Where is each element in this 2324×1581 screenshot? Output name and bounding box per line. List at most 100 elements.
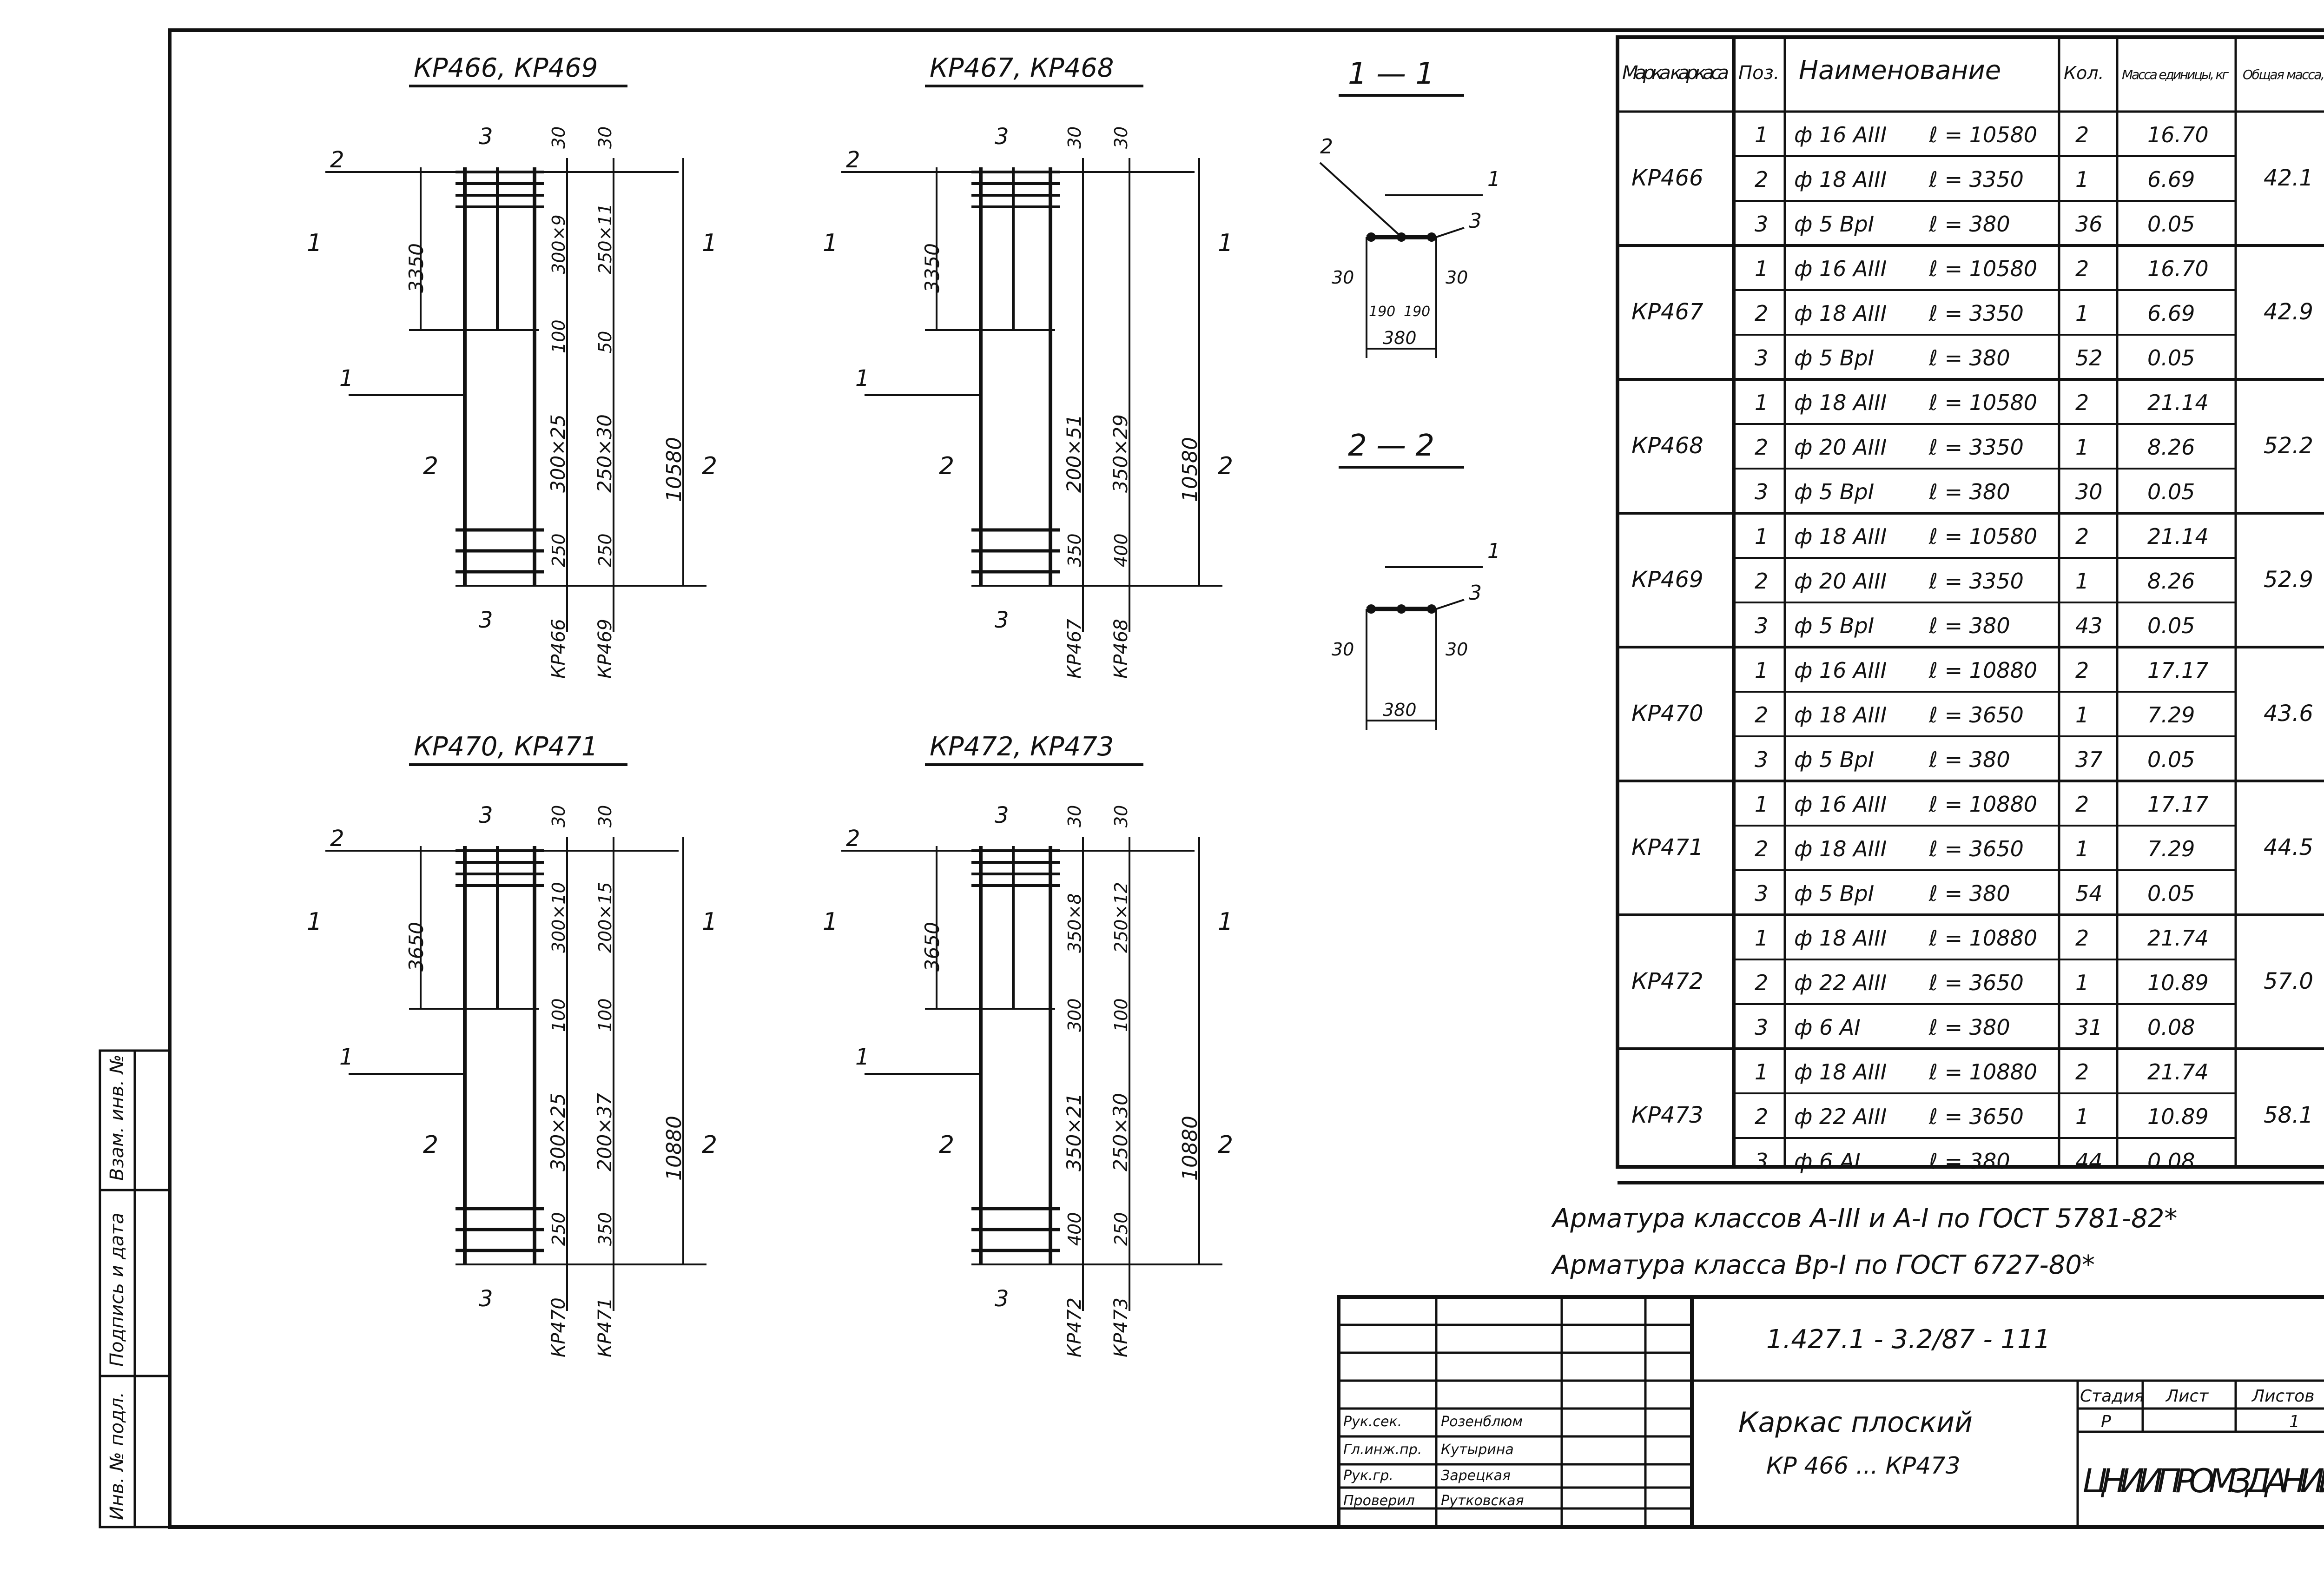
- cell-total: 57.0: [2264, 968, 2313, 994]
- cell-total: 42.9: [2264, 299, 2313, 325]
- header-qty: Кол.: [2064, 63, 2104, 83]
- cell-length: ℓ = 3350: [1928, 569, 2024, 594]
- section-mark-1: 1: [702, 908, 717, 936]
- cell-qty: 2: [2075, 792, 2089, 817]
- note-steel-vr: Арматура класса Вр-I по ГОСТ 6727-80*: [1551, 1250, 2095, 1280]
- dim-length: 3350: [921, 243, 944, 293]
- cell-length: ℓ = 10880: [1928, 1059, 2037, 1085]
- section-mark-2: 2: [939, 1131, 954, 1159]
- cell-pos: 1: [1755, 792, 1768, 817]
- cell-mass: 21.74: [2147, 926, 2209, 951]
- cell-total: 52.2: [2264, 433, 2313, 459]
- section-mark-2: 2: [1218, 1131, 1233, 1159]
- dim-width: 380: [1383, 700, 1417, 720]
- title-block: 1.427.1 - 3.2/87 - 111 Каркас плоский КР…: [1337, 1295, 2324, 1529]
- cell-bar: ф 5 ВрI: [1794, 881, 1874, 906]
- signatory-row: Гл.инж.пр.Кутырина: [1343, 1442, 1514, 1458]
- cell-total: 42.1: [2264, 165, 2313, 191]
- dim-pitch-b2: 100: [595, 998, 615, 1032]
- cell-qty: 1: [2075, 435, 2089, 460]
- cell-mass: 16.70: [2147, 256, 2209, 281]
- section-title: 2 — 2: [1348, 429, 1434, 463]
- dim-total: 10880: [662, 1116, 686, 1181]
- cell-length: ℓ = 380: [1928, 1015, 2010, 1040]
- cell-pos: 1: [1755, 658, 1768, 683]
- section-title: 1 — 1: [1348, 57, 1434, 91]
- cell-qty: 1: [2075, 167, 2089, 192]
- callout-3: 3: [1469, 209, 1482, 233]
- dim-pitch-b4: 350: [595, 1212, 615, 1246]
- header-unit-mass: Масса единицы, кг: [2122, 67, 2229, 82]
- cell-mark: КР470: [1631, 701, 1703, 727]
- cell-pos: 1: [1755, 122, 1768, 147]
- cell-qty: 1: [2075, 569, 2089, 594]
- dim-pitch-a3: 300×25: [547, 1093, 569, 1171]
- cell-pos: 2: [1755, 435, 1768, 460]
- section-mark-1: 1: [1218, 908, 1233, 936]
- cell-qty: 36: [2075, 212, 2103, 237]
- left-stamp: Взам. инв. № Подпись и дата Инв. № подл.: [99, 1049, 171, 1528]
- section-mark-1: 1: [823, 229, 838, 257]
- cell-length: ℓ = 380: [1928, 881, 2010, 906]
- dim-pitch-a4: 350: [1064, 533, 1085, 567]
- cell-qty: 30: [2075, 479, 2103, 504]
- header-name: Наименование: [1799, 55, 2001, 86]
- dim-pitch-a4: 250: [548, 1212, 569, 1246]
- dim-pitch-b2: 100: [1111, 998, 1131, 1032]
- callout-3: 3: [995, 1286, 1009, 1312]
- section-mark-1: 1: [1218, 229, 1233, 257]
- dim-length: 3650: [921, 922, 944, 972]
- cell-mass: 6.69: [2147, 301, 2195, 326]
- cell-length: ℓ = 380: [1928, 1149, 2010, 1174]
- mark-b: КР469: [594, 619, 616, 679]
- cell-bar: ф 5 ВрI: [1794, 345, 1874, 370]
- sheet-header: Лист: [2165, 1387, 2209, 1406]
- drawing-title: КР466, КР469: [414, 53, 598, 83]
- header-total-mass: Общая масса, кг: [2243, 67, 2324, 82]
- cell-total: 52.9: [2264, 567, 2313, 593]
- cell-bar: ф 18 АIII: [1794, 167, 1887, 192]
- cell-length: ℓ = 3650: [1928, 702, 2024, 728]
- cell-mark: КР473: [1631, 1102, 1703, 1128]
- cell-bar: ф 16 АIII: [1794, 256, 1887, 281]
- section-mark-1: 1: [702, 229, 717, 257]
- cell-mass: 0.05: [2147, 613, 2195, 638]
- cell-total: 44.5: [2264, 834, 2313, 860]
- dim-pitch-b1: 250×11: [595, 203, 615, 274]
- cell-total: 43.6: [2264, 701, 2313, 727]
- cell-length: ℓ = 3650: [1928, 836, 2024, 861]
- header-pos: Поз.: [1738, 62, 1780, 84]
- cell-pos: 3: [1755, 1015, 1768, 1040]
- section-mark-1: 1: [307, 229, 322, 257]
- sheet-frame: [168, 28, 2324, 1529]
- dim-pitch-a2: 300: [1064, 998, 1085, 1032]
- cell-bar: ф 16 АIII: [1794, 792, 1887, 817]
- cell-bar: ф 22 АIII: [1794, 970, 1887, 995]
- dim-pitch-a1: 300×9: [548, 214, 569, 274]
- cell-bar: ф 18 АIII: [1794, 702, 1887, 728]
- callout-3: 3: [479, 802, 493, 828]
- cell-mark: КР471: [1631, 834, 1703, 860]
- cell-mass: 8.26: [2147, 435, 2195, 460]
- dim-top-b: 30: [1111, 126, 1131, 149]
- dim-pitch-b3: 200×37: [593, 1093, 616, 1171]
- cell-mass: 17.17: [2147, 792, 2209, 817]
- cell-pos: 1: [1755, 926, 1768, 951]
- sidebar-label-replace: Взам. инв. №: [106, 1054, 128, 1181]
- leader: [1436, 227, 1465, 238]
- cell-qty: 31: [2075, 1015, 2103, 1040]
- cell-mark: КР472: [1631, 968, 1703, 994]
- cell-bar: ф 18 АIII: [1794, 390, 1887, 415]
- dim-total: 10580: [662, 437, 686, 502]
- dim-pitch-b3: 250×30: [1109, 1093, 1132, 1171]
